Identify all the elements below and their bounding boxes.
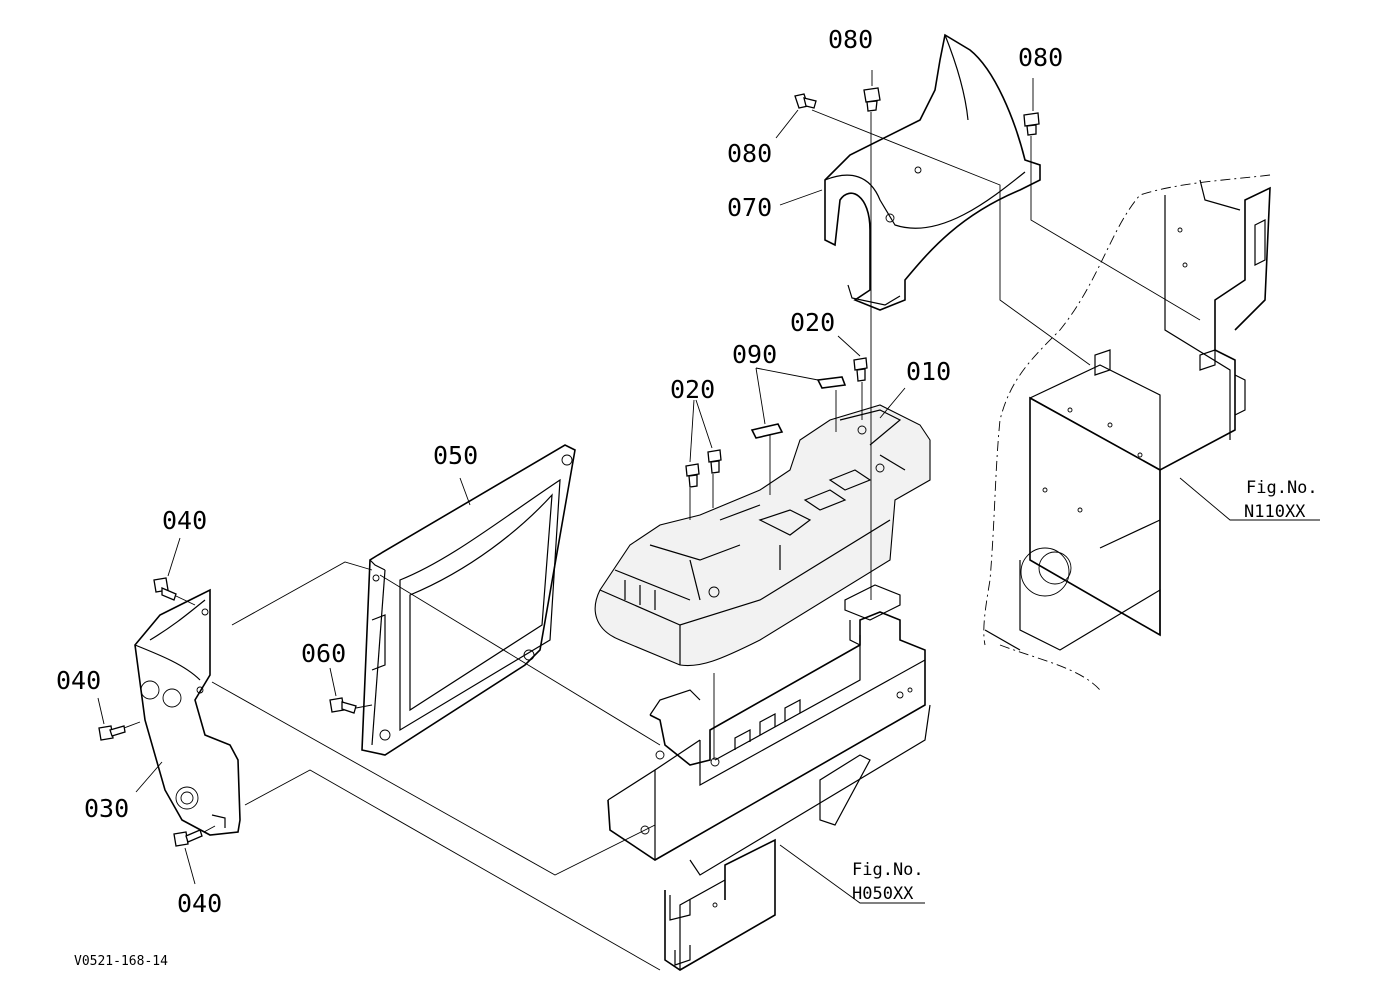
callout-labels: 080 080 080 070 020 090 010 020 050 040 … — [56, 25, 1063, 918]
part-010-console-cover — [594, 404, 931, 667]
bolt-020-pair-a — [685, 463, 700, 488]
fig-ref-number: N110XX — [1244, 502, 1306, 522]
bolt-020-pair-b — [707, 449, 722, 474]
part-070-duct-cover — [824, 33, 1041, 311]
fig-ref-label: Fig.No. — [1246, 478, 1318, 498]
bolts — [98, 87, 1040, 847]
callout-080-top: 080 — [828, 25, 873, 54]
figure-reference-h050xx: Fig.No. H050XX — [852, 860, 924, 904]
callout-010: 010 — [906, 357, 951, 386]
bolt-020-upper — [853, 357, 868, 382]
leader-lines — [97, 70, 1320, 904]
callout-030: 030 — [84, 794, 129, 823]
callout-020-upper: 020 — [790, 308, 835, 337]
assembly-lines — [123, 109, 1201, 971]
callout-040-bottom: 040 — [177, 889, 222, 918]
bolt-040-mid — [98, 725, 126, 741]
part-090-caps — [750, 376, 847, 439]
drawing-code: V0521-168-14 — [74, 954, 168, 969]
callout-040-top: 040 — [162, 506, 207, 535]
part-050-side-panel — [361, 444, 576, 756]
bolt-060 — [329, 697, 357, 714]
callout-020-pair: 020 — [670, 375, 715, 404]
fig-ref-label: Fig.No. — [852, 860, 924, 880]
lower-frame-assembly — [607, 584, 931, 971]
figure-reference-n110xx: Fig.No. N110XX — [1244, 478, 1318, 522]
part-030-bracket — [134, 588, 241, 836]
callout-050: 050 — [433, 441, 478, 470]
callout-080-left: 080 — [727, 139, 772, 168]
bolt-080-top — [863, 87, 881, 112]
callout-090: 090 — [732, 340, 777, 369]
callout-080-right: 080 — [1018, 43, 1063, 72]
callout-040-mid: 040 — [56, 666, 101, 695]
bolt-040-bottom — [173, 829, 203, 847]
background-frame-assembly — [983, 174, 1271, 691]
callout-060: 060 — [301, 639, 346, 668]
bolt-080-right — [1023, 112, 1040, 136]
bolt-080-left — [794, 93, 817, 109]
callout-070: 070 — [727, 193, 772, 222]
bolt-040-top — [153, 577, 177, 601]
fig-ref-number: H050XX — [852, 884, 914, 904]
